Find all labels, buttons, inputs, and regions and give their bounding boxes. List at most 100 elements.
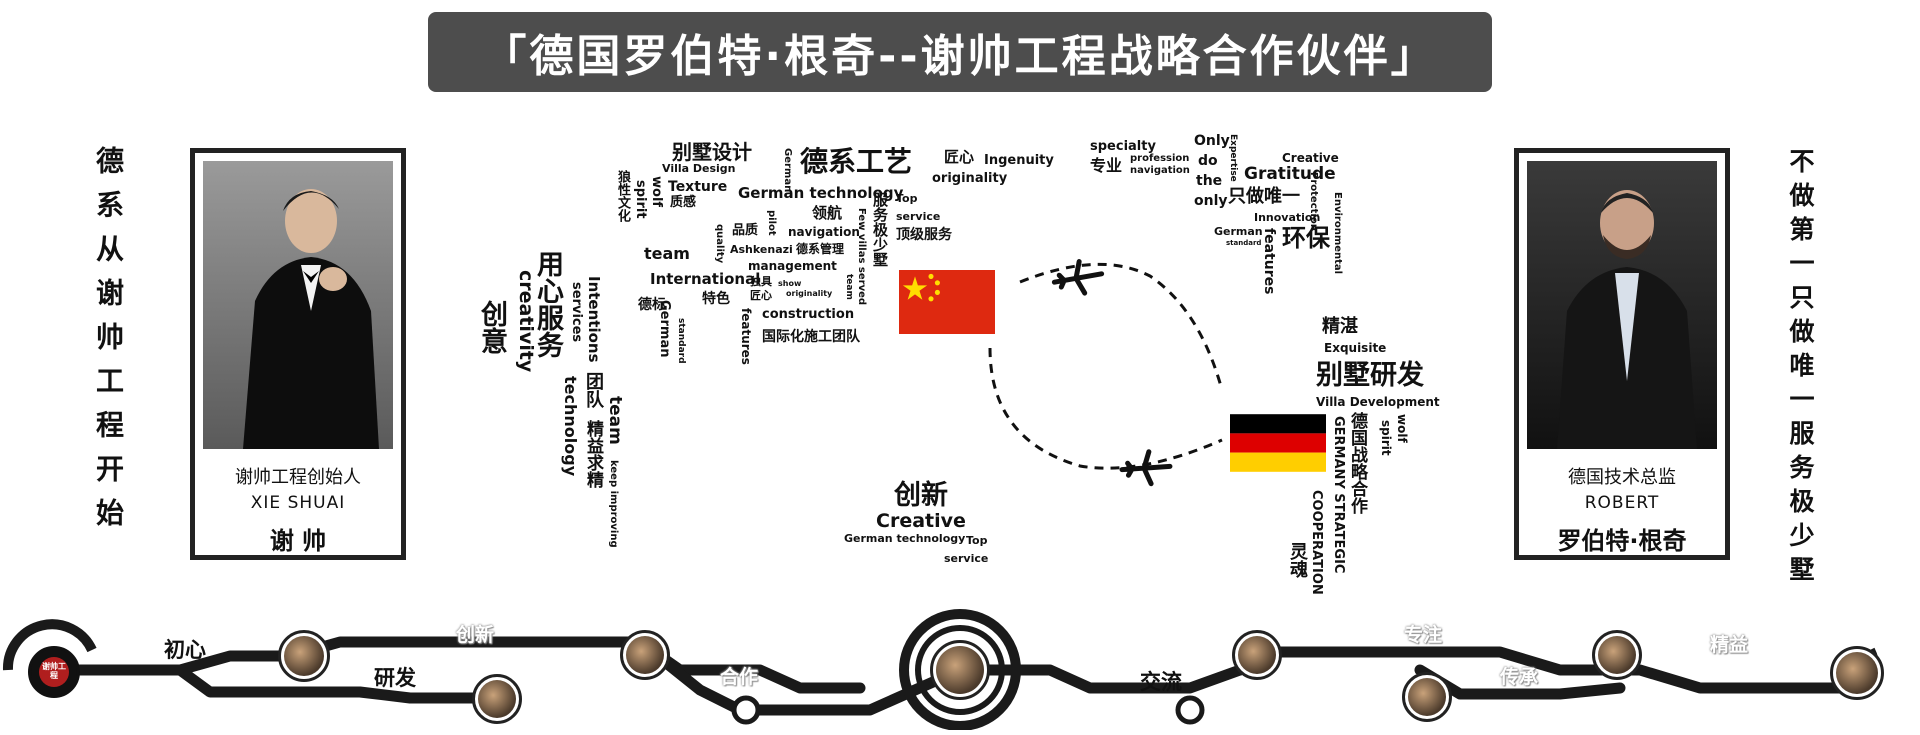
founder-name: 谢 帅 bbox=[269, 527, 327, 555]
cloud-word: Creative bbox=[876, 510, 966, 532]
cloud-word: COOPERATION bbox=[1309, 490, 1324, 595]
cloud-word: Expertise bbox=[1228, 134, 1238, 182]
cloud-word: features bbox=[739, 308, 753, 365]
cloud-word: 德国战略合作 bbox=[1347, 412, 1367, 514]
cloud-word: services bbox=[569, 282, 584, 343]
cloud-word: German technology bbox=[844, 532, 966, 545]
cloud-word: team bbox=[844, 274, 854, 300]
director-photo bbox=[1527, 161, 1717, 449]
timeline-photo-node bbox=[1830, 646, 1884, 700]
timeline-photo-node bbox=[1402, 672, 1452, 722]
timeline-ghost-label: 合作 bbox=[720, 666, 759, 688]
cloud-word: Top bbox=[896, 192, 918, 205]
timeline-photo-node bbox=[472, 674, 522, 724]
cloud-word: quality bbox=[714, 224, 725, 264]
airplane-top-icon bbox=[1051, 259, 1105, 296]
flight-path bbox=[988, 259, 1224, 487]
timeline-ghost-label: 创新 bbox=[456, 624, 495, 646]
cloud-word: German bbox=[657, 300, 672, 358]
cloud-word: 领航 bbox=[812, 204, 843, 222]
cloud-word: 团队 bbox=[583, 372, 604, 408]
cloud-word: originality bbox=[932, 171, 1008, 186]
cloud-word: 德标 bbox=[638, 297, 666, 313]
cloud-word: 质感 bbox=[670, 195, 697, 210]
cloud-word: wolf bbox=[1395, 414, 1409, 443]
director-name-en: ROBERT bbox=[1584, 493, 1660, 513]
director-role: 德国技术总监 bbox=[1568, 467, 1676, 488]
timeline-photo-node bbox=[1592, 630, 1642, 680]
cloud-word: 匠心 bbox=[750, 289, 772, 302]
cloud-word: 国际化施工团队 bbox=[762, 329, 860, 345]
timeline-ghost-label: 精益 bbox=[1710, 634, 1749, 656]
cloud-word: standard bbox=[1226, 239, 1262, 247]
cloud-word: Intentions bbox=[585, 276, 603, 363]
page-title: 「德国罗伯特·根奇--谢帅工程战略合作伙伴」 bbox=[482, 31, 1438, 82]
cloud-word: features bbox=[1261, 228, 1277, 295]
cloud-word: 服务极少墅 bbox=[871, 192, 889, 267]
cloud-word: Ashkenazi bbox=[730, 243, 793, 256]
cloud-word: technology bbox=[561, 376, 580, 477]
cloud-word: 用心服务 bbox=[532, 250, 563, 358]
cloud-word: navigation bbox=[788, 225, 860, 239]
timeline-label: 初心 bbox=[164, 638, 206, 662]
cloud-word: creativity bbox=[515, 270, 537, 373]
cloud-word: the bbox=[1196, 173, 1223, 189]
cloud-word: GERMANY STRATEGIC bbox=[1331, 416, 1346, 574]
cloud-word: service bbox=[944, 552, 989, 565]
cloud-word: service bbox=[896, 210, 941, 223]
cloud-word: 精湛 bbox=[1322, 316, 1358, 337]
timeline-center-node bbox=[930, 640, 990, 700]
cloud-word: Texture bbox=[668, 179, 728, 195]
cloud-word: Only bbox=[1194, 133, 1230, 149]
cloud-word: 精益求精 bbox=[583, 420, 603, 488]
cloud-word: 灵魂 bbox=[1287, 542, 1308, 578]
cloud-word: Top bbox=[966, 534, 988, 547]
cloud-word: Innovation bbox=[1254, 211, 1321, 224]
cloud-word: team bbox=[644, 244, 690, 263]
cloud-word: 别墅设计 bbox=[672, 140, 752, 164]
title-banner: 「德国罗伯特·根奇--谢帅工程战略合作伙伴」 bbox=[428, 12, 1492, 92]
germany-flag-icon bbox=[1230, 414, 1326, 472]
timeline-label: 研发 bbox=[374, 666, 416, 690]
cloud-word: Ingenuity bbox=[984, 153, 1054, 168]
cloud-word: 创新 bbox=[894, 480, 948, 511]
cloud-word: do bbox=[1198, 153, 1218, 169]
timeline-ghost-label: 传承 bbox=[1500, 666, 1539, 688]
cloud-word: Protection bbox=[1308, 172, 1319, 231]
director-card: 德国技术总监 ROBERT 罗伯特·根奇 bbox=[1514, 148, 1730, 560]
founder-role: 谢帅工程创始人 bbox=[235, 467, 361, 488]
cloud-word: wolf bbox=[649, 176, 664, 208]
cloud-word: 专业 bbox=[1090, 156, 1123, 175]
cloud-word: 狼性文化 bbox=[615, 170, 630, 222]
cloud-word: spirit bbox=[633, 180, 648, 219]
cloud-word: keep improving bbox=[608, 460, 619, 548]
cloud-word: 匠心 bbox=[944, 148, 975, 166]
founder-card: 谢帅工程创始人 XIE SHUAI 谢 帅 bbox=[190, 148, 406, 560]
cloud-word: originality bbox=[786, 289, 833, 298]
cloud-word: Villa Design bbox=[662, 162, 736, 175]
cloud-word: Environmental bbox=[1332, 192, 1343, 275]
cloud-word: 环保 bbox=[1282, 224, 1330, 252]
left-slogan: 德系从谢帅工程开始 bbox=[92, 146, 125, 542]
logo-text: 谢帅工程 bbox=[39, 657, 69, 687]
cloud-word: pilot bbox=[766, 210, 777, 236]
founder-photo bbox=[203, 161, 393, 449]
cloud-word: Gratitude bbox=[1244, 164, 1336, 184]
cloud-word: 顶级服务 bbox=[896, 227, 952, 243]
cloud-word: German bbox=[782, 148, 793, 193]
cloud-word: International bbox=[650, 270, 761, 288]
cloud-word: 创意 bbox=[476, 300, 507, 354]
china-flag-icon bbox=[899, 270, 995, 334]
cloud-word: Villa Development bbox=[1316, 395, 1440, 409]
cloud-word: 特色 bbox=[702, 291, 730, 307]
cloud-word: Exquisite bbox=[1324, 341, 1387, 355]
director-portrait-icon bbox=[1557, 190, 1697, 449]
cloud-word: Few villas served bbox=[856, 208, 867, 306]
cloud-word: navigation bbox=[1130, 165, 1190, 176]
cloud-word: profession bbox=[1130, 153, 1190, 164]
timeline-logo: 谢帅工程 bbox=[28, 646, 80, 698]
timeline-photo-node bbox=[620, 630, 670, 680]
cloud-word: spirit bbox=[1379, 420, 1393, 456]
cloud-word: specialty bbox=[1090, 139, 1156, 154]
founder-name-en: XIE SHUAI bbox=[250, 493, 346, 513]
